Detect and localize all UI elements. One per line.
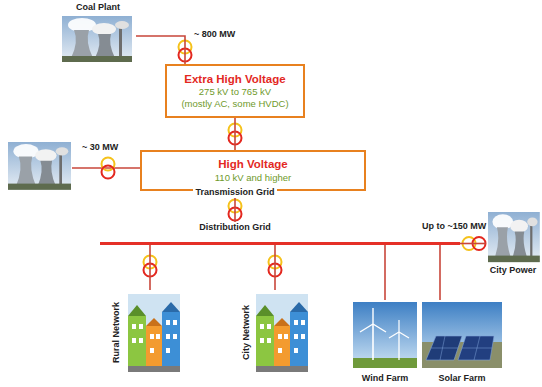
transformer-symbol [102, 158, 115, 179]
box-detail: (mostly AC, some HVDC) [181, 98, 288, 110]
distribution-bus: Distribution Grid [100, 222, 460, 245]
bus-line [100, 242, 460, 245]
box-heading: Extra High Voltage [184, 72, 285, 86]
coal-plant-photo [62, 16, 132, 62]
rural-houses-photo [128, 294, 180, 372]
grid-connector [439, 245, 441, 300]
city-plant-photo [488, 212, 540, 262]
city-houses-photo [256, 294, 308, 372]
grid-connector [274, 245, 276, 290]
power-plant: Coal Plant [60, 2, 136, 62]
box-detail: 275 kV to 765 kV [199, 86, 271, 98]
grid-connector [149, 245, 151, 290]
node-label: Rural Network [111, 301, 122, 362]
feed-wire [72, 167, 140, 169]
coal-plant-photo [8, 142, 71, 190]
power-rating: Transmission Grid [193, 187, 276, 198]
power-rating: ~ 30 MW [80, 142, 120, 153]
node-label: City Power [490, 265, 537, 276]
consumer-network: Rural Network [110, 290, 182, 374]
node-label: City Network [241, 304, 252, 359]
grid-connector [384, 245, 386, 300]
solar-farm: Solar Farm [422, 300, 502, 384]
voltage-box: High Voltage110 kV and higher [140, 150, 366, 191]
solar-farm-photo [422, 302, 502, 368]
node-label: Coal Plant [76, 2, 120, 13]
power-rating: ~ 800 MW [192, 29, 237, 40]
power-plant: City Power [486, 212, 540, 276]
node-label: Solar Farm [438, 373, 485, 384]
box-heading: High Voltage [218, 157, 287, 171]
node-label: Distribution Grid [199, 222, 271, 233]
grid-connector [136, 36, 185, 64]
box-detail: 110 kV and higher [215, 172, 291, 184]
power-rating: Up to ~150 MW [420, 221, 488, 232]
node-label: Wind Farm [362, 373, 408, 384]
grid-connector [460, 243, 486, 245]
voltage-box: Extra High Voltage275 kV to 765 kV(mostl… [165, 64, 305, 118]
grid-connector [234, 118, 236, 150]
wind-farm-photo [353, 302, 417, 368]
consumer-network: City Network [240, 290, 308, 374]
wind-farm: Wind Farm [352, 300, 418, 384]
